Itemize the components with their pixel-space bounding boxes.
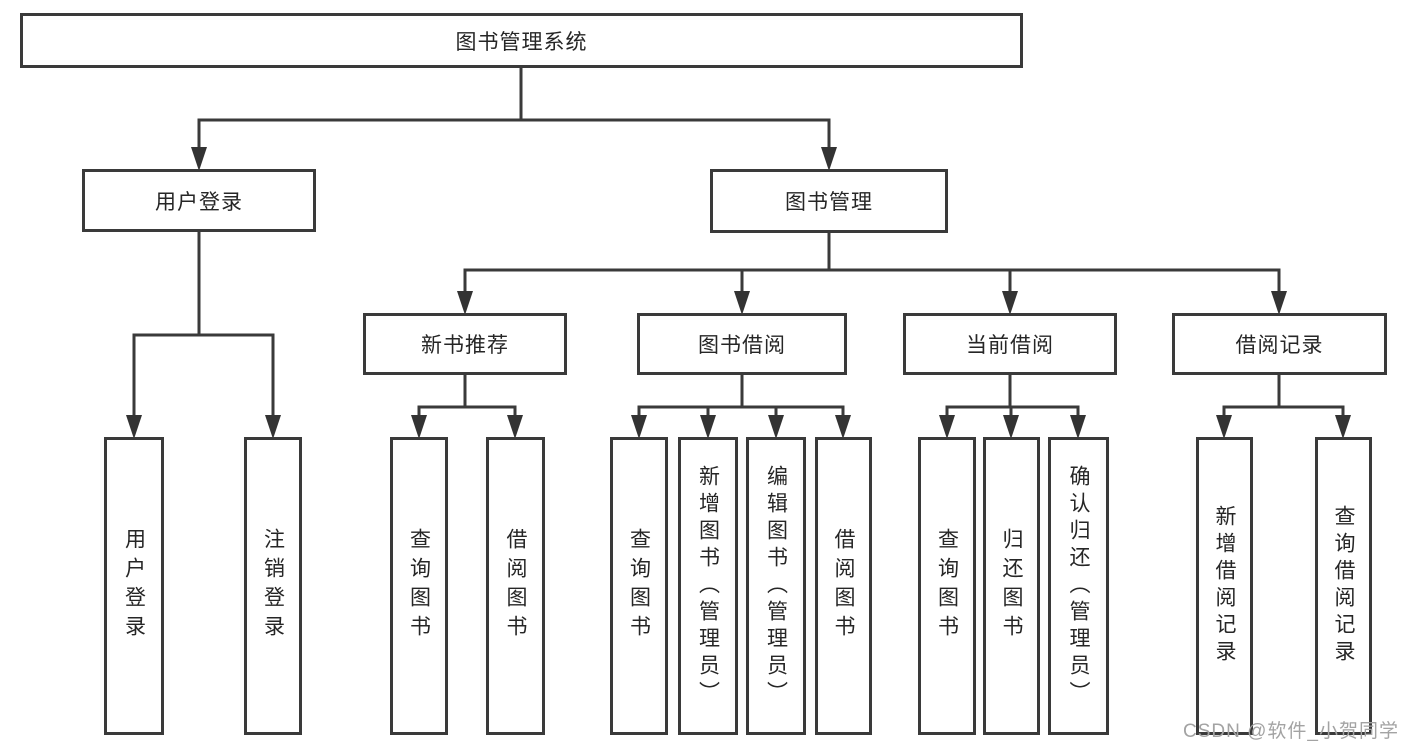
node-book-management-branch: 图书管理 xyxy=(710,169,948,233)
node-root-system: 图书管理系统 xyxy=(20,13,1023,68)
node-borrow-records-label: 借阅记录 xyxy=(1235,334,1324,357)
leaf-edit-book-admin: 编辑图书（管理员） xyxy=(746,437,806,735)
node-new-book-recommend-label: 新书推荐 xyxy=(421,334,509,357)
leaf-query-books-1: 查询图书 xyxy=(390,437,448,735)
node-user-login-branch-label: 用户登录 xyxy=(155,190,243,214)
leaf-query-books-3-label: 查询图书 xyxy=(935,528,959,644)
leaf-return-books: 归还图书 xyxy=(983,437,1040,735)
node-borrow-records: 借阅记录 xyxy=(1172,313,1387,375)
node-root-label: 图书管理系统 xyxy=(455,30,588,54)
leaf-query-borrow-record: 查询借阅记录 xyxy=(1315,437,1372,735)
leaf-borrow-books-2: 借阅图书 xyxy=(815,437,872,735)
node-book-borrow: 图书借阅 xyxy=(637,313,847,375)
node-new-book-recommend: 新书推荐 xyxy=(363,313,567,375)
leaf-query-books-3: 查询图书 xyxy=(918,437,976,735)
leaf-edit-book-admin-label: 编辑图书（管理员） xyxy=(764,464,788,708)
leaf-add-borrow-record-label: 新增借阅记录 xyxy=(1213,505,1236,667)
leaf-borrow-books-1-label: 借阅图书 xyxy=(504,528,527,644)
node-current-borrow: 当前借阅 xyxy=(903,313,1117,375)
leaf-add-book-admin-label: 新增图书（管理员） xyxy=(696,464,720,708)
node-current-borrow-label: 当前借阅 xyxy=(966,334,1054,357)
leaf-add-borrow-record: 新增借阅记录 xyxy=(1196,437,1253,735)
leaf-confirm-return-admin-label: 确认归还（管理员） xyxy=(1067,464,1090,708)
leaf-query-books-2: 查询图书 xyxy=(610,437,668,735)
csdn-watermark: CSDN @软件_小贺同学 xyxy=(1183,721,1399,742)
leaf-query-books-2-label: 查询图书 xyxy=(627,528,651,644)
leaf-confirm-return-admin: 确认归还（管理员） xyxy=(1048,437,1109,735)
node-user-login-branch: 用户登录 xyxy=(82,169,316,232)
leaf-query-books-1-label: 查询图书 xyxy=(407,528,431,644)
leaf-borrow-books-1: 借阅图书 xyxy=(486,437,545,735)
leaf-add-book-admin: 新增图书（管理员） xyxy=(678,437,738,735)
node-book-management-branch-label: 图书管理 xyxy=(785,191,873,214)
leaf-query-borrow-record-label: 查询借阅记录 xyxy=(1332,505,1355,667)
leaf-user-login: 用户登录 xyxy=(104,437,164,735)
leaf-logout: 注销登录 xyxy=(244,437,302,735)
leaf-borrow-books-2-label: 借阅图书 xyxy=(832,528,855,644)
leaf-logout-label: 注销登录 xyxy=(261,528,285,644)
leaf-user-login-label: 用户登录 xyxy=(122,528,146,644)
node-book-borrow-label: 图书借阅 xyxy=(698,334,786,357)
leaf-return-books-label: 归还图书 xyxy=(1000,528,1023,644)
